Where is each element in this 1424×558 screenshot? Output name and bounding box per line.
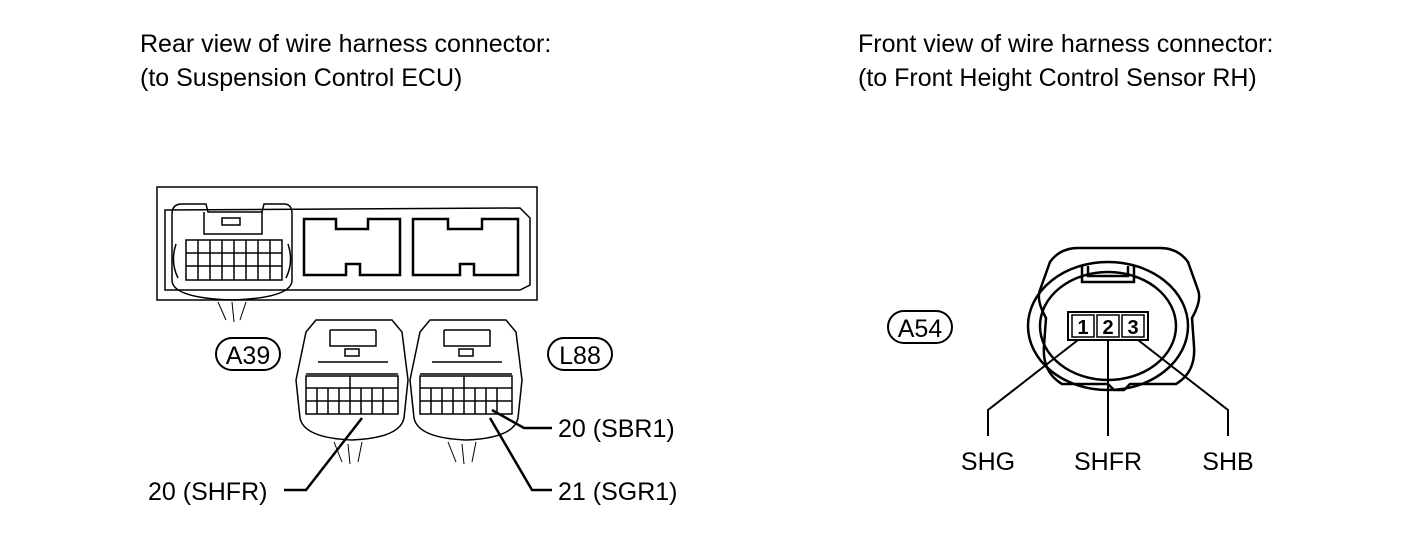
svg-text:A54: A54 (898, 315, 943, 343)
ecu-socket-1 (302, 217, 402, 277)
pin-label-shg: SHG (961, 448, 1015, 476)
callout-line-shfr (284, 417, 363, 492)
pin-1: 1 (1077, 317, 1088, 339)
left-title-line2: (to Suspension Control ECU) (140, 64, 463, 92)
ecu-housing (156, 186, 538, 301)
callout-line-sbr1 (491, 408, 552, 430)
left-title-line1: Rear view of wire harness connector: (140, 30, 552, 58)
callout-label-sbr1: 20 (SBR1) (558, 415, 675, 443)
connector-middle (295, 319, 409, 465)
pin-leader-shb (1137, 339, 1229, 436)
pin-label-shb: SHB (1202, 448, 1253, 476)
connector-code-a54: A54 (887, 310, 953, 344)
connector-a39-body (171, 203, 293, 323)
left-panel-title: Rear view of wire harness connector: (to… (140, 27, 551, 95)
connector-code-a39: A39 (215, 337, 281, 371)
pin-3: 3 (1127, 317, 1138, 339)
pin-cells (1071, 314, 1145, 338)
ecu-socket-2 (411, 217, 520, 277)
connector-code-l88: L88 (547, 337, 613, 371)
pin-leader-shg (987, 339, 1079, 436)
right-panel-title: Front view of wire harness connector: (t… (858, 27, 1273, 95)
connector-l88-body (409, 319, 523, 465)
right-title-line2: (to Front Height Control Sensor RH) (858, 64, 1257, 92)
callout-line-sgr1 (488, 417, 552, 492)
pin-2: 2 (1102, 317, 1113, 339)
callout-label-shfr: 20 (SHFR) (148, 478, 267, 506)
right-title-line1: Front view of wire harness connector: (858, 30, 1274, 58)
svg-text:A39: A39 (226, 342, 270, 370)
pin-label-shfr: SHFR (1074, 448, 1142, 476)
callout-label-sgr1: 21 (SGR1) (558, 478, 677, 506)
svg-text:L88: L88 (559, 342, 601, 370)
